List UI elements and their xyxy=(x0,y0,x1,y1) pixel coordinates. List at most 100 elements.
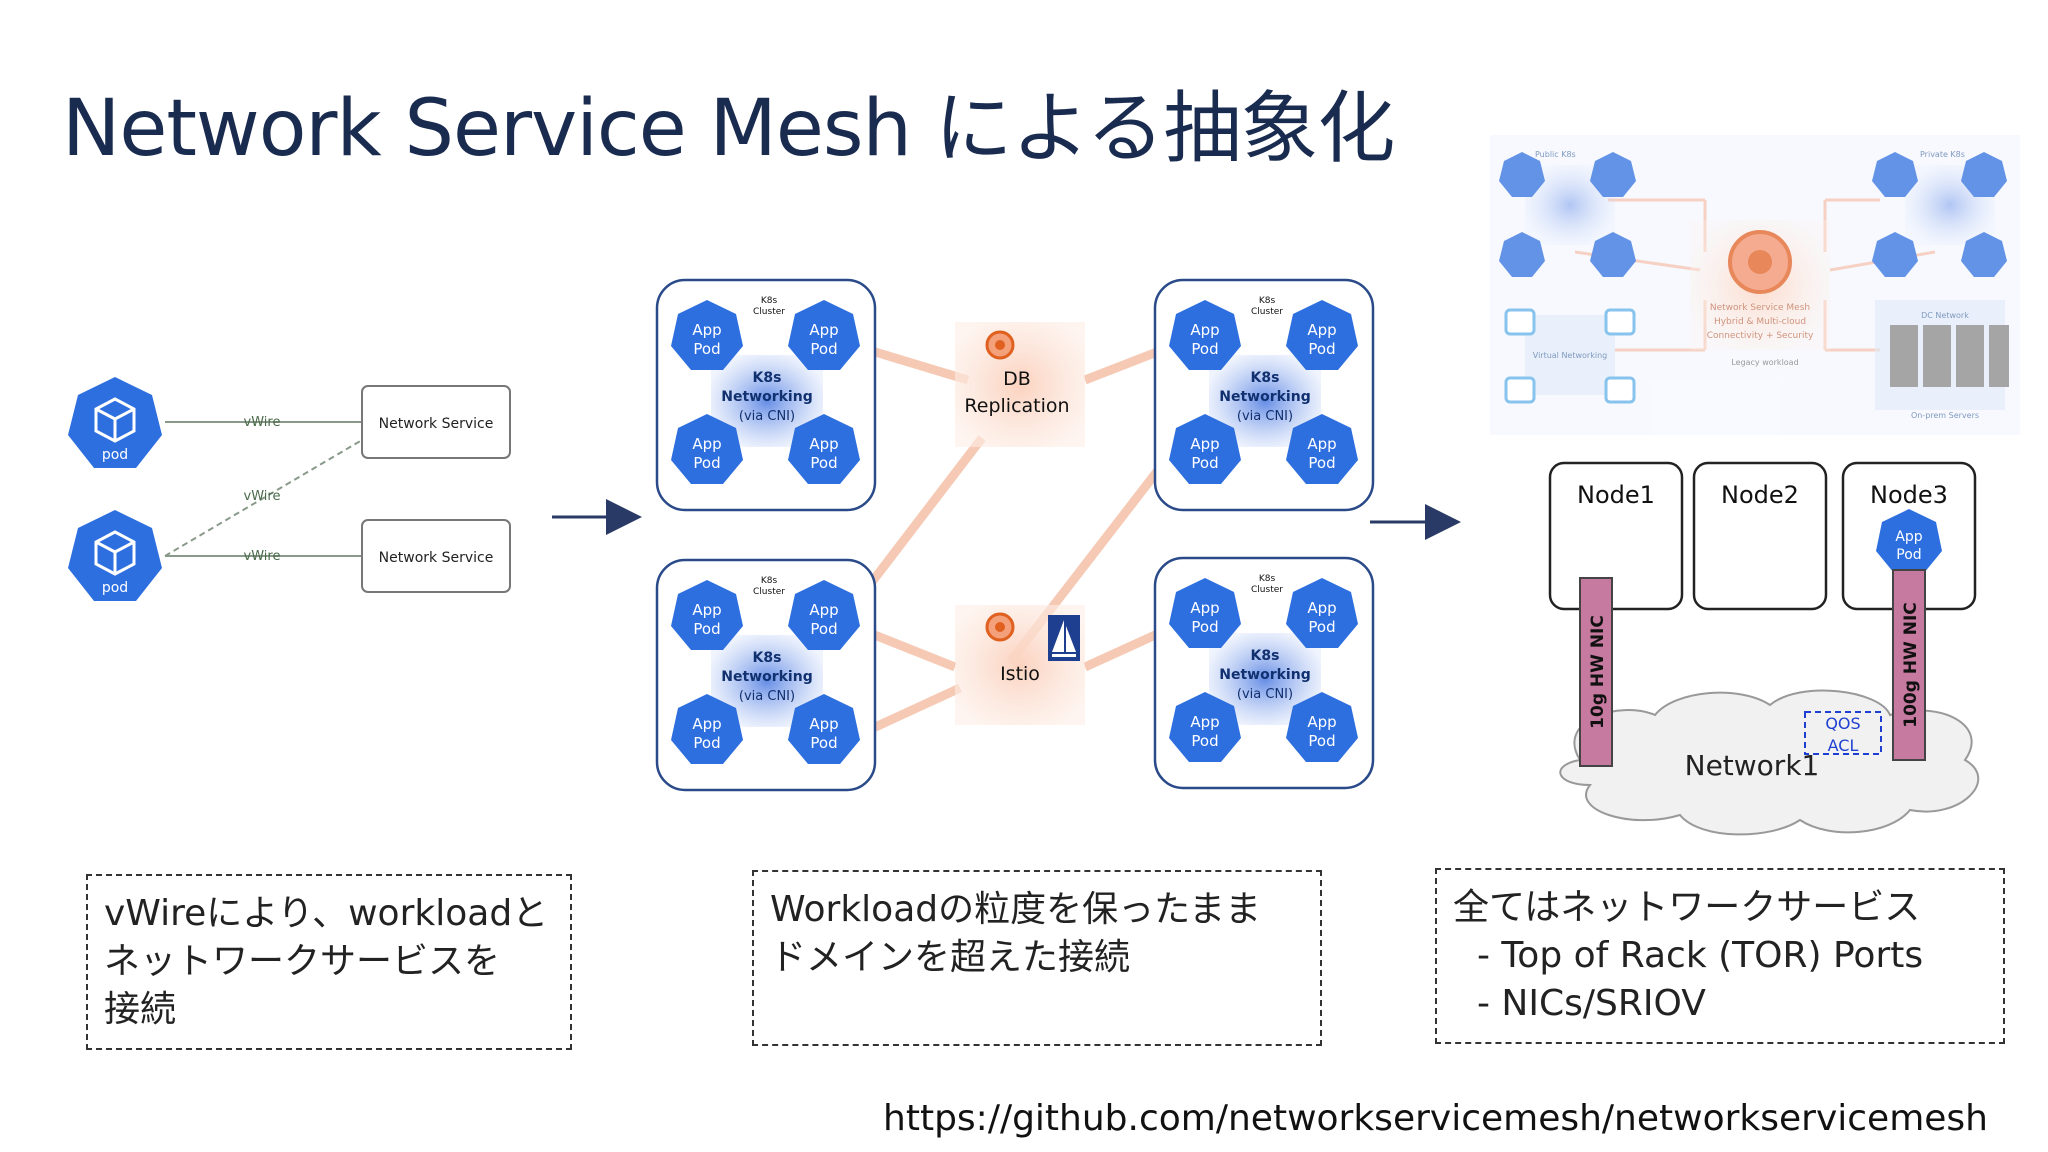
svg-text:Pod: Pod xyxy=(1191,454,1218,472)
svg-text:Pod: Pod xyxy=(693,620,720,638)
svg-text:App: App xyxy=(692,321,721,339)
svg-text:ACL: ACL xyxy=(1828,736,1859,755)
svg-text:Cluster: Cluster xyxy=(1251,585,1283,595)
svg-text:Replication: Replication xyxy=(964,395,1069,417)
caption-line: 全てはネットワークサービス xyxy=(1453,887,1921,928)
svg-text:App: App xyxy=(692,715,721,733)
svg-text:App: App xyxy=(1307,435,1336,453)
svg-text:K8s: K8s xyxy=(761,576,778,586)
svg-text:Node3: Node3 xyxy=(1870,481,1948,509)
svg-text:App: App xyxy=(809,321,838,339)
svg-text:DC Network: DC Network xyxy=(1921,311,1969,320)
node2-box: Node2 xyxy=(1692,461,1828,611)
svg-text:App: App xyxy=(692,601,721,619)
istio-node: Istio xyxy=(955,605,1085,725)
caption-line: Workloadの粒度を保ったまま xyxy=(770,889,1262,930)
svg-text:App: App xyxy=(1190,321,1219,339)
network-service-box-bottom: Network Service xyxy=(361,519,511,593)
svg-text:Network Service: Network Service xyxy=(379,550,494,566)
caption-line: - Top of Rack (TOR) Ports xyxy=(1477,935,1924,976)
svg-text:DB: DB xyxy=(1003,368,1031,390)
svg-text:K8s: K8s xyxy=(1251,648,1280,664)
svg-text:Networking: Networking xyxy=(721,669,812,685)
svg-text:K8s: K8s xyxy=(753,650,782,666)
server-rack-icon xyxy=(1890,325,2009,387)
svg-text:Pod: Pod xyxy=(693,454,720,472)
vwire-diagram: vWire vWire vWire pod pod Network Servic… xyxy=(68,377,511,601)
caption-line: vWireにより、workloadと xyxy=(104,893,549,934)
pod-icon-bottom: pod xyxy=(68,510,162,601)
svg-text:Pod: Pod xyxy=(1308,340,1335,358)
k8s-cluster-top-left: K8s Cluster K8s Networking (via CNI) App… xyxy=(655,278,877,512)
svg-text:K8s: K8s xyxy=(761,296,778,306)
vwire-label-top: vWire xyxy=(244,415,281,430)
svg-text:Pod: Pod xyxy=(693,734,720,752)
svg-text:(via CNI): (via CNI) xyxy=(1237,409,1293,424)
caption-line: ドメインを超えた接続 xyxy=(770,937,1131,978)
svg-text:App: App xyxy=(1307,321,1336,339)
svg-text:K8s: K8s xyxy=(1259,296,1276,306)
svg-text:Pod: Pod xyxy=(693,340,720,358)
nic-100g-bar: 100g HW NIC xyxy=(1892,569,1926,761)
k8s-cluster-bottom-left: K8s Cluster K8s Networking (via CNI) App… xyxy=(655,558,877,792)
svg-text:Pod: Pod xyxy=(1308,618,1335,636)
svg-text:Pod: Pod xyxy=(1191,340,1218,358)
nic-10g-bar: 10g HW NIC xyxy=(1579,577,1613,767)
caption-line: ネットワークサービスを xyxy=(104,941,501,982)
svg-text:100g HW NIC: 100g HW NIC xyxy=(1901,602,1921,728)
svg-text:App: App xyxy=(809,435,838,453)
svg-text:App: App xyxy=(692,435,721,453)
vwire-label-bottom: vWire xyxy=(244,549,281,564)
source-url: https://github.com/networkservicemesh/ne… xyxy=(883,1098,1988,1139)
vwire-label-middle: vWire xyxy=(244,489,281,504)
svg-text:(via CNI): (via CNI) xyxy=(739,689,795,704)
k8s-cluster-top-right: K8s Cluster K8s Networking (via CNI) App… xyxy=(1153,278,1375,512)
svg-text:Virtual Networking: Virtual Networking xyxy=(1533,351,1607,360)
svg-text:App: App xyxy=(809,601,838,619)
svg-text:K8s: K8s xyxy=(753,370,782,386)
svg-text:Istio: Istio xyxy=(1000,663,1040,685)
svg-text:Cluster: Cluster xyxy=(753,587,785,597)
caption-middle: Workloadの粒度を保ったまま ドメインを超えた接続 xyxy=(752,870,1322,1046)
pod-label: pod xyxy=(102,447,128,463)
qos-acl-box: QOS ACL xyxy=(1804,711,1882,755)
svg-text:Pod: Pod xyxy=(1191,618,1218,636)
svg-text:On-prem Servers: On-prem Servers xyxy=(1911,411,1979,420)
multi-cluster-diagram: DB Replication Istio K8s C xyxy=(655,278,1375,792)
svg-text:K8s: K8s xyxy=(1259,574,1276,584)
svg-text:Pod: Pod xyxy=(810,734,837,752)
svg-text:Pod: Pod xyxy=(1308,454,1335,472)
vwire-line-diagonal xyxy=(164,439,363,557)
svg-text:Connectivity + Security: Connectivity + Security xyxy=(1707,331,1814,341)
svg-text:Network Service Mesh: Network Service Mesh xyxy=(1710,303,1810,313)
svg-text:K8s: K8s xyxy=(1251,370,1280,386)
svg-text:Cluster: Cluster xyxy=(1251,307,1283,317)
svg-text:Hybrid & Multi-cloud: Hybrid & Multi-cloud xyxy=(1714,317,1806,327)
svg-text:App: App xyxy=(809,715,838,733)
svg-text:10g HW NIC: 10g HW NIC xyxy=(1588,615,1608,729)
svg-text:App: App xyxy=(1895,529,1922,545)
svg-text:Networking: Networking xyxy=(1219,667,1310,683)
svg-text:Network1: Network1 xyxy=(1685,749,1820,782)
caption-left: vWireにより、workloadと ネットワークサービスを 接続 xyxy=(86,874,572,1050)
svg-text:Networking: Networking xyxy=(721,389,812,405)
svg-text:Pod: Pod xyxy=(810,454,837,472)
hybrid-cloud-thumbnail: Public K8s Private K8s Network Service M… xyxy=(1490,135,2020,435)
node-network-diagram: Network1 QOS ACL Node1 Node2 Node3 Ap xyxy=(1548,461,1980,836)
